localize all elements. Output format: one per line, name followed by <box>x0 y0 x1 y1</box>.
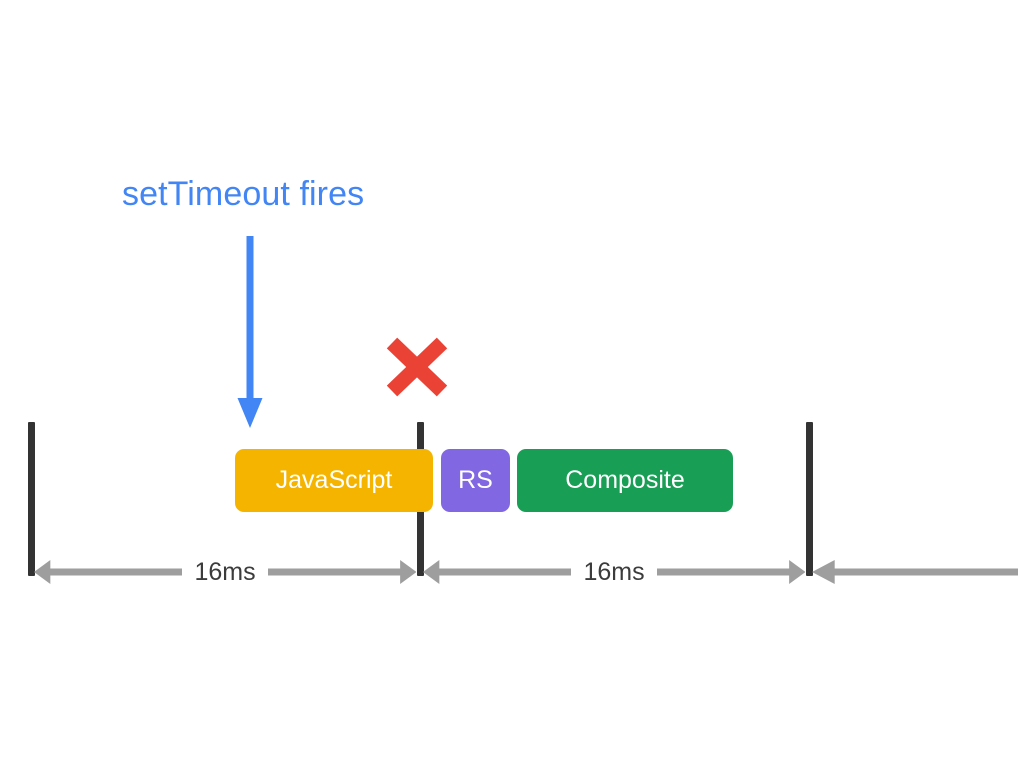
duration-measure-1: 16ms <box>423 554 806 590</box>
arrow-left-icon <box>423 560 572 584</box>
duration-label-1: 16ms <box>583 557 645 586</box>
settimeout-annotation-label: setTimeout fires <box>122 175 365 213</box>
arrow-right-icon <box>267 560 417 584</box>
arrow-left-icon <box>34 560 183 584</box>
task-block-javascript: JavaScript <box>235 449 433 512</box>
frame-boundary-tick-2 <box>806 422 813 576</box>
duration-label-2: 16 <box>1018 558 1024 587</box>
frame-boundary-tick-0 <box>28 422 35 576</box>
arrow-left-icon <box>812 560 1019 584</box>
task-block-rs: RS <box>441 449 510 512</box>
duration-measure-2: 16 <box>812 554 1024 590</box>
duration-measure-0: 16ms <box>34 554 417 590</box>
task-block-composite: Composite <box>517 449 733 512</box>
down-arrow-icon <box>236 236 264 428</box>
x-icon <box>384 337 450 397</box>
duration-label-0: 16ms <box>194 557 256 586</box>
arrow-right-icon <box>656 560 806 584</box>
